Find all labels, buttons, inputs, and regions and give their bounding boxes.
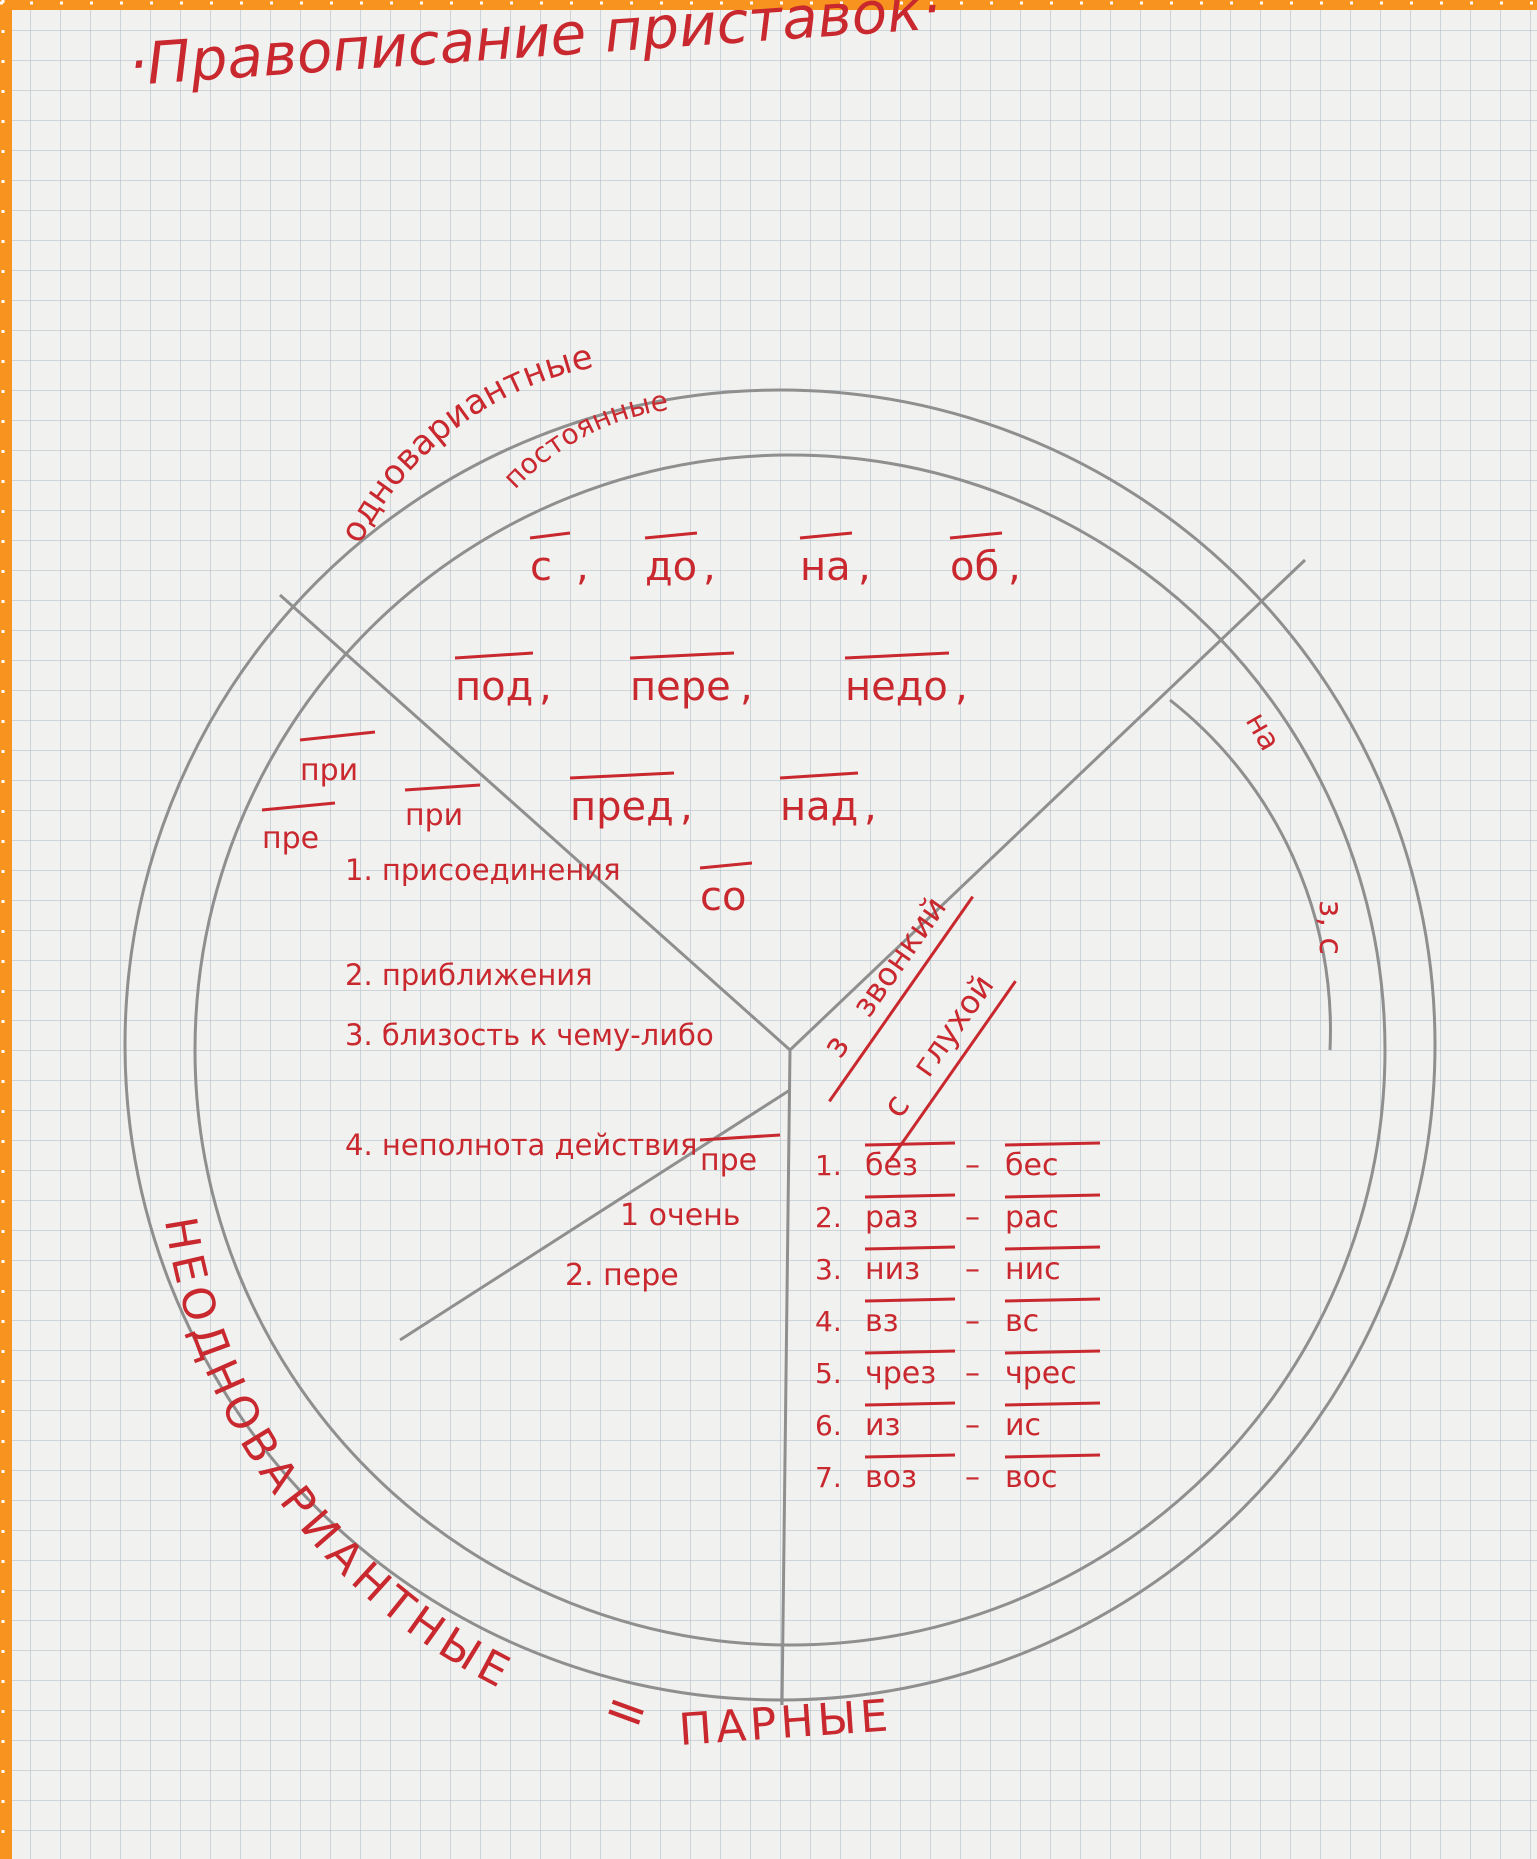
- prefix-comma: ,: [864, 784, 877, 830]
- prefix-comma: ,: [955, 664, 968, 710]
- pair-dash: –: [965, 1408, 980, 1443]
- z-prefix: раз: [865, 1200, 918, 1235]
- pair-number: 5.: [815, 1357, 842, 1390]
- pair-number: 7.: [815, 1461, 842, 1494]
- s-prefix: вос: [1005, 1460, 1058, 1495]
- pair-number: 3.: [815, 1253, 842, 1286]
- pri-box: при: [405, 798, 463, 833]
- s-prefix-overline: [1005, 1299, 1100, 1301]
- prefix-3: об: [950, 544, 999, 590]
- prefix-comma: ,: [539, 664, 552, 710]
- pair-dash: –: [965, 1460, 980, 1495]
- pre-box: пре: [700, 1143, 757, 1178]
- pair-number: 4.: [815, 1305, 842, 1338]
- s-prefix-overline: [1005, 1195, 1100, 1197]
- z-prefix: воз: [865, 1460, 917, 1495]
- pair-dash: –: [965, 1148, 980, 1183]
- pre-rule-1: 1 очень: [620, 1198, 740, 1233]
- prefix-7: пред: [570, 784, 674, 830]
- z-prefix-overline: [865, 1247, 955, 1249]
- pair-number: 1.: [815, 1149, 842, 1182]
- pair-dash: –: [965, 1304, 980, 1339]
- z-prefix: низ: [865, 1252, 920, 1287]
- pri-rule-1: 1. присоединения: [345, 853, 621, 887]
- s-prefix: чрес: [1005, 1356, 1077, 1391]
- pri-rule-4: 4. неполнота действия: [345, 1128, 697, 1162]
- prefix-9: со: [700, 874, 746, 920]
- z-prefix: без: [865, 1148, 918, 1183]
- prefix-6: недо: [845, 664, 948, 710]
- grid-lines: [12, 10, 1537, 1859]
- pri-rule-2: 2. приближения: [345, 958, 593, 992]
- pair-dash: –: [965, 1200, 980, 1235]
- s-prefix: нис: [1005, 1252, 1061, 1287]
- prefix-comma: ,: [858, 544, 871, 590]
- z-prefix: вз: [865, 1304, 899, 1339]
- prefix-2: на: [800, 544, 851, 590]
- z-prefix-overline: [865, 1403, 955, 1405]
- z-prefix-overline: [865, 1299, 955, 1301]
- z-prefix-overline: [865, 1143, 955, 1145]
- z-prefix-overline: [865, 1455, 955, 1457]
- z-prefix: из: [865, 1408, 900, 1443]
- s-prefix-overline: [1005, 1403, 1100, 1405]
- prefix-comma: ,: [1008, 544, 1021, 590]
- pre-rule-2: 2. пере: [565, 1258, 679, 1293]
- s-prefix: вс: [1005, 1304, 1039, 1339]
- prefix-comma: ,: [680, 784, 693, 830]
- prefix-0: с: [530, 544, 552, 590]
- s-prefix: бес: [1005, 1148, 1058, 1183]
- z-prefix-overline: [865, 1195, 955, 1197]
- prefix-comma: ,: [703, 544, 716, 590]
- s-prefix-overline: [1005, 1455, 1100, 1457]
- prefix-5: пере: [630, 664, 731, 710]
- pair-dash: –: [965, 1356, 980, 1391]
- pri-label: при: [300, 753, 358, 788]
- s-prefix-overline: [1005, 1247, 1100, 1249]
- s-prefix: ис: [1005, 1408, 1041, 1443]
- s-prefix-overline: [1005, 1143, 1100, 1145]
- prefix-1: до: [645, 544, 697, 590]
- pair-number: 2.: [815, 1201, 842, 1234]
- prefix-comma: ,: [740, 664, 753, 710]
- side-zs-label: з, с: [1312, 900, 1350, 955]
- z-prefix: чрез: [865, 1356, 936, 1391]
- prefix-8: над: [780, 784, 858, 830]
- pair-number: 6.: [815, 1409, 842, 1442]
- pair-dash: –: [965, 1252, 980, 1287]
- prefix-4: под: [455, 664, 533, 710]
- z-prefix-overline: [865, 1351, 955, 1353]
- pri-rule-3: 3. близость к чему-либо: [345, 1018, 714, 1052]
- prefix-comma: ,: [576, 544, 589, 590]
- pre-label: пре: [262, 821, 319, 856]
- s-prefix-overline: [1005, 1351, 1100, 1353]
- s-prefix: рас: [1005, 1200, 1059, 1235]
